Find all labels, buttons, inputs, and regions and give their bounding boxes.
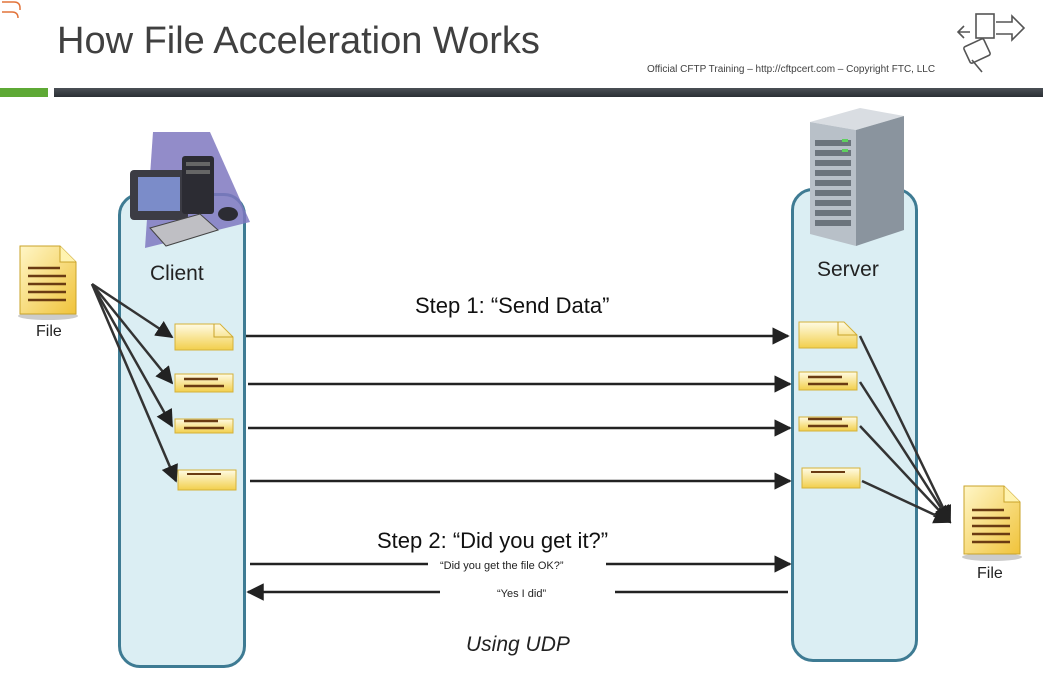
- step2-label: Step 2: “Did you get it?”: [377, 528, 609, 553]
- source-file-icon: [18, 245, 78, 320]
- client-file-chunk: [174, 418, 234, 434]
- client-file-chunk: [177, 469, 237, 491]
- split-arrow: [91, 283, 174, 385]
- merge-arrow: [858, 381, 952, 524]
- desktop-computer-icon: [130, 132, 250, 248]
- split-arrow: [90, 283, 174, 428]
- copyright-text: Official CFTP Training – http://cftpcert…: [647, 64, 936, 75]
- source-file-label: File: [36, 323, 62, 340]
- client-file-chunk: [174, 373, 234, 393]
- header-bar-accent: [0, 88, 48, 97]
- server-label: Server: [817, 258, 879, 281]
- server-file-chunk: [798, 321, 858, 349]
- client-file-chunk: [174, 323, 234, 351]
- split-arrow: [91, 282, 174, 339]
- header-bar: [54, 88, 1043, 97]
- merge-arrow: [859, 425, 952, 524]
- server-file-chunk: [798, 416, 858, 432]
- question-message: “Did you get the file OK?”: [440, 560, 564, 572]
- file-transfer-logo-icon: [956, 13, 1026, 73]
- destination-file-label: File: [977, 565, 1003, 582]
- merge-arrow: [858, 335, 952, 524]
- corner-mark: [2, 1, 21, 19]
- server-tower-icon: [810, 108, 904, 246]
- merge-arrow: [861, 479, 952, 524]
- server-file-chunk: [801, 467, 861, 489]
- answer-message: “Yes I did”: [497, 588, 547, 600]
- step1-label: Step 1: “Send Data”: [415, 293, 610, 318]
- split-arrow: [90, 283, 178, 483]
- client-label: Client: [150, 262, 204, 285]
- server-file-chunk: [798, 371, 858, 391]
- slide-title: How File Acceleration Works: [57, 20, 540, 62]
- protocol-caption: Using UDP: [466, 633, 570, 656]
- destination-file-icon: [962, 485, 1022, 561]
